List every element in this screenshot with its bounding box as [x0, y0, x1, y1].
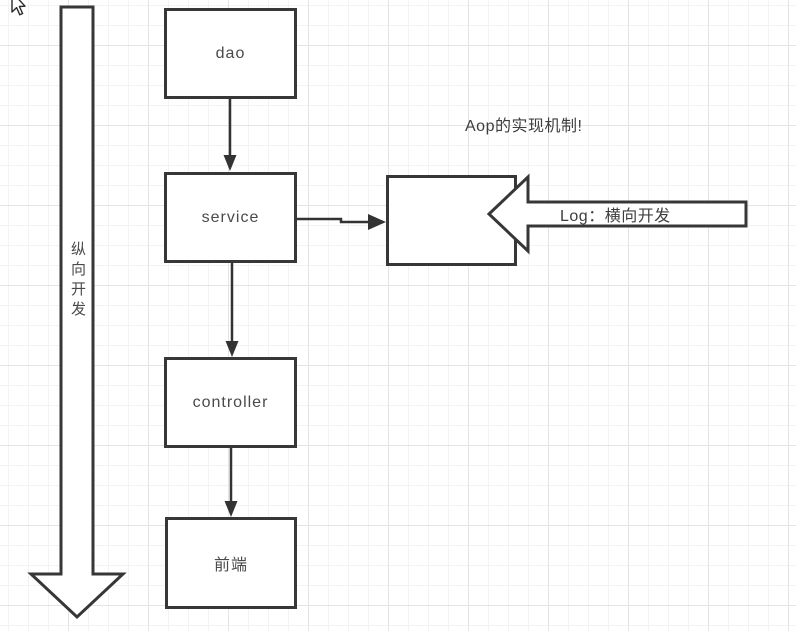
- arrowhead-down-icon: [223, 155, 237, 171]
- node-frontend[interactable]: 前端: [165, 517, 297, 609]
- log-arrow-label: Log：横向开发: [560, 208, 671, 225]
- node-service[interactable]: service: [164, 172, 297, 263]
- node-frontend-label: 前端: [213, 557, 248, 574]
- node-dao-label: dao: [215, 44, 246, 62]
- aop-note-text: Aop的实现机制!: [465, 118, 583, 135]
- connector-controller-frontend[interactable]: [224, 448, 238, 517]
- node-service-label: service: [201, 208, 260, 226]
- log-block-arrow-left[interactable]: [486, 173, 748, 255]
- node-controller[interactable]: controller: [164, 357, 297, 448]
- vertical-arrow-label: 纵向开发: [69, 241, 86, 321]
- vertical-development-block-arrow[interactable]: [27, 5, 127, 620]
- arrow-pointer-icon: [11, 0, 26, 16]
- connector-service-aspect[interactable]: [297, 214, 386, 230]
- node-controller-label: controller: [192, 393, 269, 411]
- node-dao[interactable]: dao: [164, 8, 297, 99]
- arrowhead-down-icon: [224, 501, 238, 517]
- connector-service-controller[interactable]: [225, 263, 239, 357]
- arrowhead-down-icon: [225, 341, 239, 357]
- connector-dao-service[interactable]: [223, 99, 237, 171]
- arrowhead-right-icon: [368, 214, 386, 230]
